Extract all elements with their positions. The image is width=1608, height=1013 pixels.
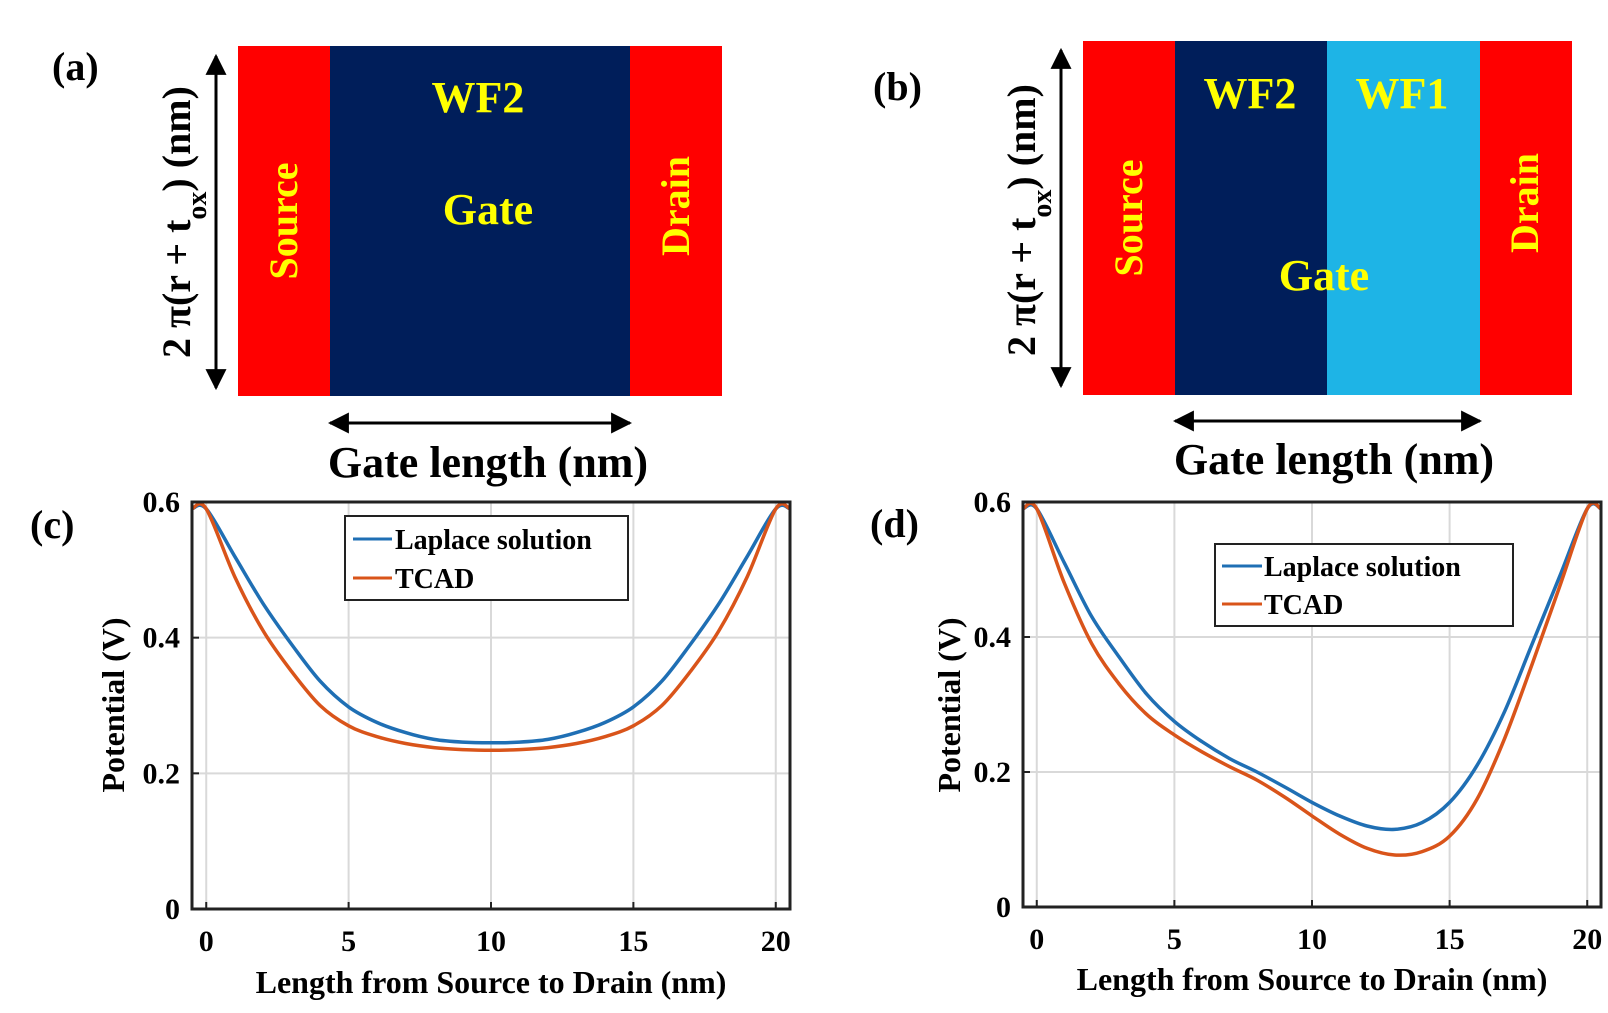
legend-label-tcad: TCAD (395, 564, 474, 595)
chart-d-ticks: 0 5 10 15 20 0 0.2 0.4 0.6 (974, 486, 1603, 956)
chart-d-lines (1022, 501, 1602, 857)
panel-a: (a) Source Drain WF2 Gate 2 π(r + tox) (… (52, 44, 722, 487)
y-tick-label: 0.4 (974, 621, 1012, 654)
panel-c-tag: (c) (30, 502, 74, 547)
x-tick-label: 10 (1297, 923, 1327, 956)
chart-c-legend: Laplace solution TCAD (344, 515, 629, 601)
x-tick-label: 15 (618, 925, 648, 958)
drain-region (630, 46, 722, 396)
x-tick-label: 5 (1167, 923, 1182, 956)
panel-b: (b) Source Drain WF2 WF1 Gate 2 π(r + to… (873, 41, 1572, 484)
chart-c: (c) 0 5 10 15 20 0 0.2 0.4 0.6 Length from Sourc… (30, 486, 792, 1000)
panel-d-tag: (d) (870, 501, 919, 546)
y-tick-label: 0.6 (974, 486, 1012, 519)
y-tick-label: 0.2 (143, 757, 181, 790)
legend-label-tcad: TCAD (1264, 590, 1343, 621)
x-tick-label: 0 (1029, 923, 1044, 956)
x-tick-label: 15 (1435, 923, 1465, 956)
wf1-label: WF1 (1356, 69, 1449, 118)
x-tick-label: 20 (761, 925, 791, 958)
source-label: Source (261, 162, 306, 279)
y-tick-label: 0.6 (143, 486, 181, 519)
y-tick-label: 0.4 (143, 622, 181, 655)
panel-b-tag: (b) (873, 64, 922, 109)
legend-box (344, 515, 629, 601)
perimeter-axis-label: 2 π(r + tox) (nm) (999, 84, 1058, 356)
chart-d-ylabel: Potential (V) (931, 617, 967, 792)
source-label: Source (1106, 159, 1151, 276)
drain-region (1480, 41, 1572, 395)
chart-d-xlabel: Length from Source to Drain (nm) (1077, 961, 1548, 997)
y-tick-label: 0.2 (974, 756, 1012, 789)
gate-label: Gate (1279, 251, 1369, 300)
chart-d-legend: Laplace solution TCAD (1214, 543, 1514, 627)
drain-label: Drain (1502, 153, 1547, 253)
legend-box (1214, 543, 1514, 627)
series-line-laplace (1022, 502, 1602, 832)
gate-label: Gate (443, 185, 533, 234)
perimeter-axis-label: 2 π(r + tox) (nm) (154, 86, 213, 358)
gate-length-label: Gate length (nm) (328, 438, 648, 487)
panel-a-tag: (a) (52, 44, 99, 89)
source-region (238, 46, 330, 396)
wf2-gate-region (330, 46, 630, 396)
x-tick-label: 5 (341, 925, 356, 958)
source-region (1083, 41, 1175, 395)
legend-label-laplace: Laplace solution (1264, 552, 1461, 583)
legend-label-laplace: Laplace solution (395, 525, 592, 556)
series-line-tcad (191, 502, 791, 753)
chart-c-xlabel: Length from Source to Drain (nm) (256, 964, 727, 1000)
x-tick-label: 10 (476, 925, 506, 958)
chart-c-lines (191, 502, 791, 753)
y-tick-label: 0 (996, 891, 1011, 924)
drain-label: Drain (653, 156, 698, 256)
series-line-laplace (191, 503, 791, 745)
gate-length-label: Gate length (nm) (1174, 435, 1494, 484)
wf2-label: WF2 (432, 73, 525, 122)
x-tick-label: 0 (199, 925, 214, 958)
wf2-label: WF2 (1204, 69, 1297, 118)
chart-d: (d) 0 5 10 15 20 0 0.2 0.4 0.6 Length from Sourc… (870, 486, 1603, 997)
series-line-tcad (1022, 501, 1602, 857)
chart-c-ylabel: Potential (V) (95, 617, 131, 792)
wf2-gate-region (1175, 41, 1327, 395)
chart-c-ticks: 0 5 10 15 20 0 0.2 0.4 0.6 (143, 486, 791, 958)
y-tick-label: 0 (165, 893, 180, 926)
x-tick-label: 20 (1572, 923, 1602, 956)
wf1-gate-region (1327, 41, 1480, 395)
